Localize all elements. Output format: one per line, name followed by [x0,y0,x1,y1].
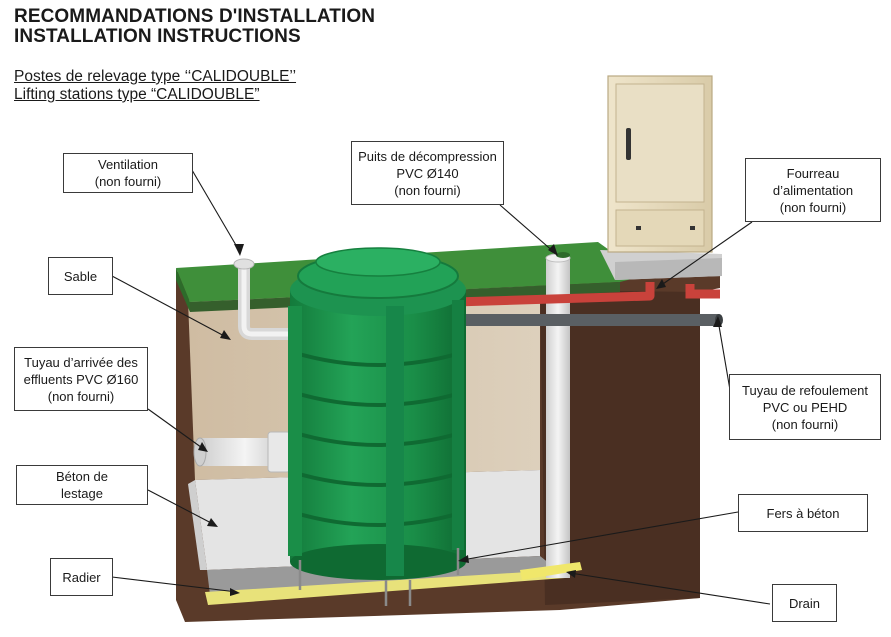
subtitle-french: Postes de relevage type ‘‘CALIDOUBLE’’ [14,68,297,85]
leader-lines [111,169,771,605]
callout-radier: Radier [50,558,113,596]
callout-ventilation: Ventilation(non fourni) [63,153,193,193]
rebar [298,548,460,606]
title-english: INSTALLATION INSTRUCTIONS [14,26,301,47]
leader-arrowheads [198,244,722,596]
power-conduit [454,282,720,307]
callout-rebar: Fers à béton [738,494,868,532]
decompression-pipe [545,252,571,578]
callout-sand: Sable [48,257,113,295]
callout-drain: Drain [772,584,837,622]
green-tank [288,247,466,580]
cabinet-slab [600,250,722,280]
discharge-pipe [455,314,723,326]
electrical-cabinet [607,75,713,253]
subtitle-english: Lifting stations type “CALIDOUBLE” [14,86,260,103]
title-french: RECOMMANDATIONS D'INSTALLATION [14,6,376,27]
inlet-pipe [193,431,291,473]
drain-pipe [520,562,582,580]
ventilation-pipe [233,258,300,340]
